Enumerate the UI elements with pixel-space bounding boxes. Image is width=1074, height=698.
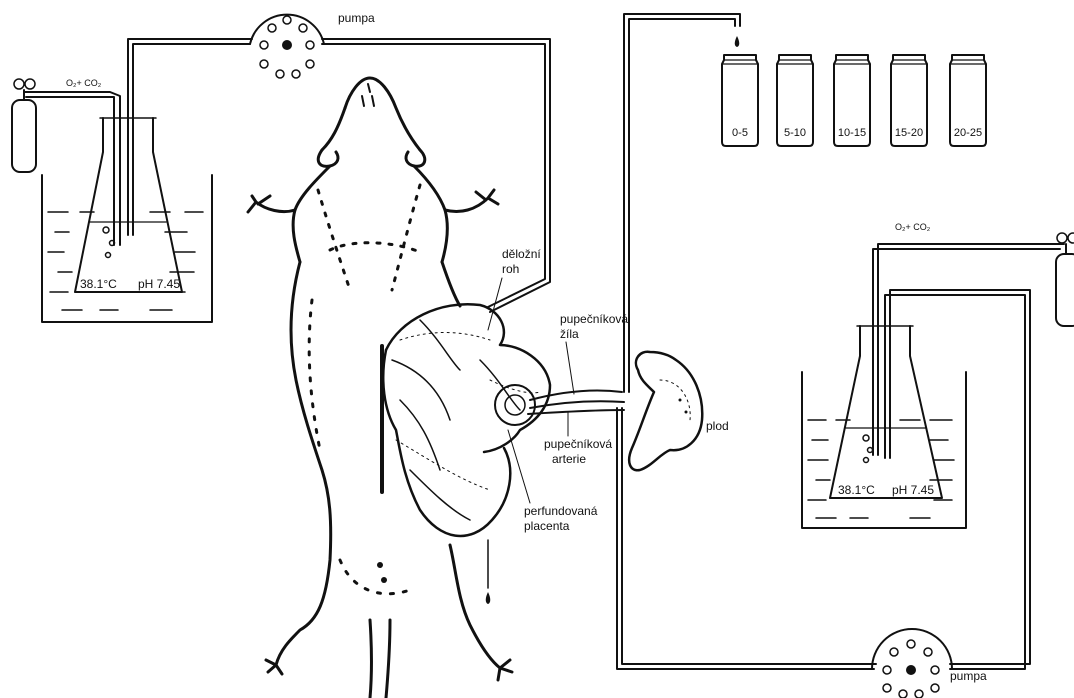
right-gas-cylinder	[1056, 233, 1074, 326]
top-pump-label: pumpa	[338, 11, 375, 25]
bottom-pump-label: pumpa	[950, 669, 987, 683]
fetus-label: plod	[706, 419, 729, 433]
right-ph-label: pH 7.45	[892, 483, 934, 497]
umbilical-artery-label-line1: pupečníková	[544, 437, 612, 451]
right-temperature-label: 38.1°C	[838, 483, 875, 497]
left-gas-label: O₂+ CO₂	[66, 78, 102, 88]
right-tubing	[617, 14, 1030, 669]
collection-tube: 0-5	[722, 55, 758, 146]
collection-tube-label: 0-5	[732, 127, 748, 139]
collection-tube-label: 5-10	[784, 127, 806, 139]
umbilical-vein-label-line2: žíla	[560, 327, 579, 341]
collection-tube: 15-20	[891, 55, 927, 146]
perfused-placenta-label-line2: placenta	[524, 519, 570, 533]
umbilical-vein-label-line1: pupečníková	[560, 312, 628, 326]
right-gas-label: O₂+ CO₂	[895, 222, 931, 232]
collection-tube-label: 20-25	[954, 127, 982, 139]
collection-tube: 5-10	[777, 55, 813, 146]
left-temperature-label: 38.1°C	[80, 277, 117, 291]
collection-tubes: 0-5 5-10 10-15 15-20 20-25	[722, 55, 986, 146]
bottom-pump	[872, 629, 952, 698]
collection-tube: 20-25	[950, 55, 986, 146]
top-pump	[250, 15, 324, 78]
umbilical-artery-label-line2: arterie	[552, 452, 586, 466]
uterine-horn-label-line2: roh	[502, 262, 519, 276]
left-ph-label: pH 7.45	[138, 277, 180, 291]
perfused-placenta-label-line1: perfundovaná	[524, 504, 598, 518]
uterine-horn-label-line1: děložní	[502, 247, 541, 261]
fetus	[629, 352, 702, 471]
collection-tube-label: 10-15	[838, 127, 866, 139]
rat-illustration	[248, 78, 512, 698]
uterus-and-placenta	[383, 304, 550, 604]
collection-tube-label: 15-20	[895, 127, 923, 139]
collection-tube: 10-15	[834, 55, 870, 146]
left-tubing	[128, 39, 550, 312]
